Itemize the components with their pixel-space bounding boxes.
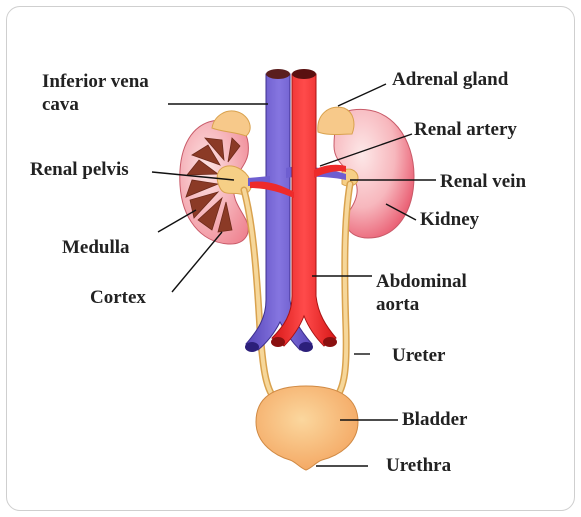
right-kidney [317,106,415,239]
label-medulla: Medulla [62,237,130,258]
left-renal-artery [250,181,294,198]
label-inferior-vena-cava-line2: cava [42,94,79,115]
label-ureter: Ureter [392,345,446,366]
label-abdominal-aorta-line1: Abdominal [376,271,467,292]
label-adrenal-gland: Adrenal gland [392,69,509,90]
right-renal-artery [314,164,346,178]
label-abdominal-aorta-line2: aorta [376,294,420,315]
label-renal-artery: Renal artery [414,119,517,140]
label-urethra: Urethra [386,455,452,476]
label-inferior-vena-cava: Inferior vena cava [42,70,149,116]
label-renal-pelvis: Renal pelvis [30,159,129,180]
right-adrenal-gland [317,106,355,135]
label-cortex: Cortex [90,287,146,308]
abdominal-aorta [271,69,337,347]
label-abdominal-aorta: Abdominal aorta [376,270,467,316]
label-kidney: Kidney [420,209,480,230]
label-bladder: Bladder [402,409,468,430]
medulla-pyramids [185,137,241,233]
bladder [255,385,359,471]
left-kidney [179,110,252,245]
inferior-vena-cava [245,69,313,352]
label-renal-vein: Renal vein [440,171,527,192]
pointer-lines [151,83,436,467]
left-adrenal-gland [211,110,251,137]
label-inferior-vena-cava-line1: Inferior vena [42,71,149,92]
